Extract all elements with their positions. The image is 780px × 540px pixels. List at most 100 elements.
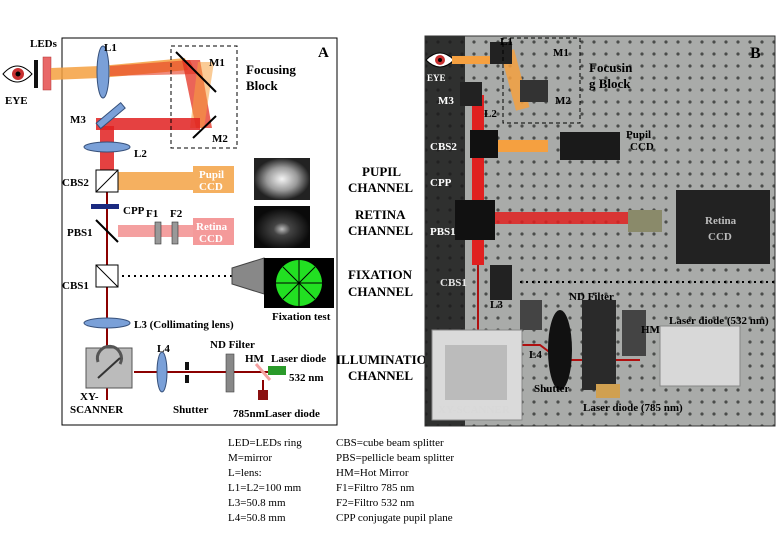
legend-item: F1=Filtro 785 nm	[336, 482, 415, 494]
l1-label: L1	[104, 42, 117, 54]
legend-item: CBS=cube beam splitter	[336, 437, 444, 449]
cbs2-label: CBS2	[62, 177, 89, 189]
photo-shutter	[548, 310, 572, 390]
photo-m3-label: M3	[438, 95, 454, 107]
legend-item: M=mirror	[228, 452, 273, 464]
f1-label: F1	[146, 208, 158, 220]
leds-label: LEDs	[30, 38, 58, 50]
beam-overlap	[110, 60, 196, 76]
fixation-test-label: Fixation test	[272, 311, 331, 323]
mirror-m1	[175, 51, 217, 93]
pupil-ccd	[193, 166, 234, 193]
laser-785	[258, 390, 268, 400]
xy-scanner-label-2: SCANNER	[70, 404, 124, 416]
xy-scanner-label-1: XY-	[80, 391, 99, 403]
shutter-bottom	[185, 375, 189, 383]
lens-l1	[96, 45, 110, 99]
retina-channel-label-1: RETINA	[355, 207, 406, 222]
photo-nd-filter-label: ND Filter	[569, 291, 614, 303]
led-element	[42, 56, 52, 91]
photo-m2-label: M2	[555, 95, 571, 107]
mirror-m2	[192, 115, 217, 139]
hm-label: HM	[245, 353, 265, 365]
legend-right: CBS=cube beam splitter PBS=pellicle beam…	[336, 436, 454, 526]
lens-l3	[83, 317, 131, 329]
photo-pupil-beam	[488, 140, 548, 152]
laser-532	[268, 366, 286, 375]
l3-label: L3 (Collimating lens)	[134, 319, 234, 331]
retina-ccd	[193, 218, 234, 245]
retina-image	[254, 206, 310, 248]
eye-icon	[2, 65, 33, 83]
hot-mirror	[254, 363, 272, 381]
photo-laser-532-label: Laser diode (532 nm)	[669, 315, 769, 327]
focusing-block-label-1: Focusing	[246, 62, 296, 77]
fixation-channel-label-1: FIXATION	[348, 267, 413, 282]
legend-item: L4=50.8 mm	[228, 512, 286, 524]
photo-retina-ccd	[676, 190, 770, 264]
pupil-channel-label-1: PUPIL	[362, 164, 401, 179]
photo-retina-beam	[484, 212, 634, 224]
mirror-m3	[95, 101, 126, 130]
f2-label: F2	[170, 208, 183, 220]
legend-item: LED=LEDs ring	[228, 437, 302, 449]
panel-a-letter: A	[318, 45, 329, 61]
photo-nd-filter	[582, 300, 616, 390]
photo-focusing-block	[502, 37, 581, 124]
pbs1-label: PBS1	[67, 227, 93, 239]
photo-laser-785-label: Laser diode (785 nm)	[583, 402, 683, 414]
nd-filter	[225, 353, 235, 393]
laser-532-label-1: Laser diode	[271, 353, 326, 365]
photo-l2-label: L2	[484, 108, 497, 120]
photo-cbs1-label: CBS1	[440, 277, 467, 289]
photo-laser-785	[596, 384, 620, 398]
panel-a: A EYE LEDs L1 M1 M2 Focusing	[2, 37, 338, 426]
retina-ccd-label-1: Retina	[196, 221, 228, 233]
m1-label: M1	[209, 57, 225, 69]
photo-l1-label: L1	[500, 36, 513, 48]
illumination-channel-label-1: ILLUMINATION	[336, 352, 437, 367]
fixation-target-icon	[276, 260, 322, 306]
photo-eye-label: EYE	[427, 73, 446, 83]
cpp-plane	[91, 204, 119, 209]
pupil-ccd-label-2: CCD	[199, 181, 223, 193]
photo-pupil-ccd-label-2: CCD	[630, 141, 654, 153]
eye-label: EYE	[5, 95, 28, 107]
filter-f2	[171, 221, 179, 245]
pbs1-splitter	[95, 219, 119, 243]
return-red-beam	[96, 118, 200, 130]
photo-focusing-label-1: Focusin	[589, 60, 633, 75]
legend-item: L1=L2=100 mm	[228, 482, 302, 494]
photo-cpp-label: CPP	[430, 177, 452, 189]
filter-f1	[154, 221, 162, 245]
photo-retina-ccd-label-2: CCD	[708, 231, 732, 243]
photo-xy-scanner-label: XY-SCANNER	[438, 404, 511, 416]
panel-b-photo: B EYE	[424, 35, 776, 427]
panel-b-letter: B	[750, 45, 761, 62]
focusing-orange-beam	[190, 62, 214, 128]
photo-hm-label: HM	[641, 324, 661, 336]
l2-label: L2	[134, 148, 147, 160]
photo-pupil-ccd	[560, 132, 620, 160]
lens-l2	[83, 141, 131, 153]
shutter-label: Shutter	[173, 404, 209, 416]
photo-m1-label: M1	[553, 47, 569, 59]
cbs1-label: CBS1	[62, 280, 89, 292]
legend-item: CPP conjugate pupil plane	[336, 512, 453, 524]
laser-532-label-2: 532 nm	[289, 372, 324, 384]
retina-ccd-label-2: CCD	[199, 233, 223, 245]
pupil-beam	[118, 172, 196, 190]
legend-item: F2=Filtro 532 nm	[336, 497, 415, 509]
led-ring	[34, 60, 38, 88]
nd-filter-label: ND Filter	[210, 339, 255, 351]
photo-laser-532	[659, 325, 741, 387]
photo-retina-ccd-label-1: Retina	[705, 215, 737, 227]
laser-785-label: 785nmLaser diode	[233, 408, 320, 420]
focusing-block-label-2: Block	[246, 78, 279, 93]
cpp-label: CPP	[123, 205, 145, 217]
m3-label: M3	[70, 114, 86, 126]
photo-pupil-ccd-label-1: Pupil	[626, 129, 651, 141]
fixation-channel-label-2: CHANNEL	[348, 284, 413, 299]
